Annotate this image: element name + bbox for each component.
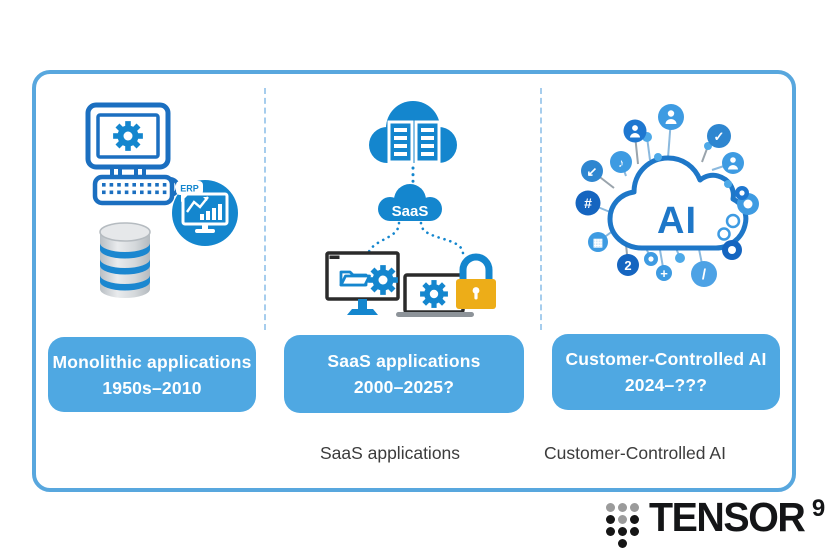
- era-label: Monolithic applications: [52, 351, 252, 372]
- svg-text:#: #: [584, 195, 592, 211]
- logo-superscript: 9: [811, 495, 826, 522]
- svg-text:2: 2: [624, 258, 631, 273]
- svg-text:+: +: [660, 266, 668, 281]
- logo-wordmark: TENSOR: [649, 494, 806, 540]
- panel-divider-2: [540, 88, 542, 330]
- ring-node-icon: [722, 240, 742, 260]
- era-period: 2024–???: [624, 375, 708, 395]
- erp-speech-bubble: [176, 181, 203, 195]
- padlock-icon: [456, 253, 496, 309]
- saas-cloud-label: SaaS: [392, 203, 429, 220]
- slash-node-icon: /: [691, 261, 717, 287]
- era-box-customer-controlled-ai: Customer-Controlled AI 2024–???: [552, 334, 780, 410]
- music-node-icon: ♪: [610, 151, 632, 173]
- erp-badge: ERP: [172, 180, 238, 246]
- era-box-monolithic: Monolithic applications 1950s–2010: [48, 337, 256, 412]
- user-node-icon: [623, 119, 647, 143]
- check-node-icon: ✓: [707, 124, 731, 148]
- erp-chart-bars: [200, 204, 222, 220]
- saas-illustration: SaaS: [325, 101, 496, 317]
- keyboard-icon: [92, 174, 175, 206]
- svg-text:✓: ✓: [714, 129, 725, 144]
- cloud-server-icon: [369, 101, 457, 164]
- database-icon: [99, 222, 151, 298]
- panel-divider-1: [264, 88, 266, 330]
- calculator-node-icon: ▦: [588, 232, 608, 252]
- user-node-icon: [658, 104, 684, 130]
- ai-network-illustration: AI: [575, 104, 759, 287]
- arrow-node-icon: ↙: [581, 160, 603, 182]
- monolithic-illustration: ERP: [85, 102, 238, 298]
- ai-network-nodes: ✓ ♪ ↙ # ▦: [575, 104, 759, 287]
- caption-customer-controlled-ai: Customer-Controlled AI: [544, 443, 726, 463]
- hash-node-icon: #: [575, 190, 601, 216]
- era-label: SaaS applications: [327, 351, 481, 371]
- svg-text:/: /: [702, 267, 707, 284]
- saas-cloud-icon: SaaS: [378, 184, 442, 221]
- era-box-saas: SaaS applications 2000–2025?: [284, 335, 524, 413]
- svg-text:♪: ♪: [618, 156, 624, 170]
- era-period: 2000–2025?: [353, 377, 455, 397]
- ring-node-icon: [725, 213, 741, 229]
- erp-trend-line: [186, 196, 209, 213]
- tensor9-logo: TENSOR 9: [606, 494, 826, 548]
- user-node-icon: [722, 152, 744, 174]
- ring-node-icon: [717, 227, 731, 241]
- caption-saas-applications: SaaS applications: [319, 443, 461, 463]
- ring-node-icon: [735, 186, 749, 200]
- number-node-icon: 2: [617, 254, 639, 276]
- plus-node-icon: +: [656, 265, 672, 281]
- folder-icon: [339, 270, 371, 287]
- desktop-computer-icon: [85, 102, 171, 182]
- desktop-app-icon: [325, 251, 400, 315]
- era-label: Customer-Controlled AI: [565, 349, 767, 369]
- laptop-app-icon: [396, 273, 474, 317]
- erp-label: ERP: [180, 184, 199, 194]
- tensor9-dot-grid-icon: [606, 503, 639, 548]
- svg-text:▦: ▦: [593, 237, 603, 249]
- svg-text:↙: ↙: [587, 164, 598, 179]
- era-period: 1950s–2010: [102, 377, 202, 398]
- dotted-connector-left: [365, 221, 401, 262]
- ai-cloud-icon: AI: [607, 155, 749, 251]
- ai-cloud-label: AI: [657, 200, 697, 242]
- dotted-connector-right: [419, 221, 465, 256]
